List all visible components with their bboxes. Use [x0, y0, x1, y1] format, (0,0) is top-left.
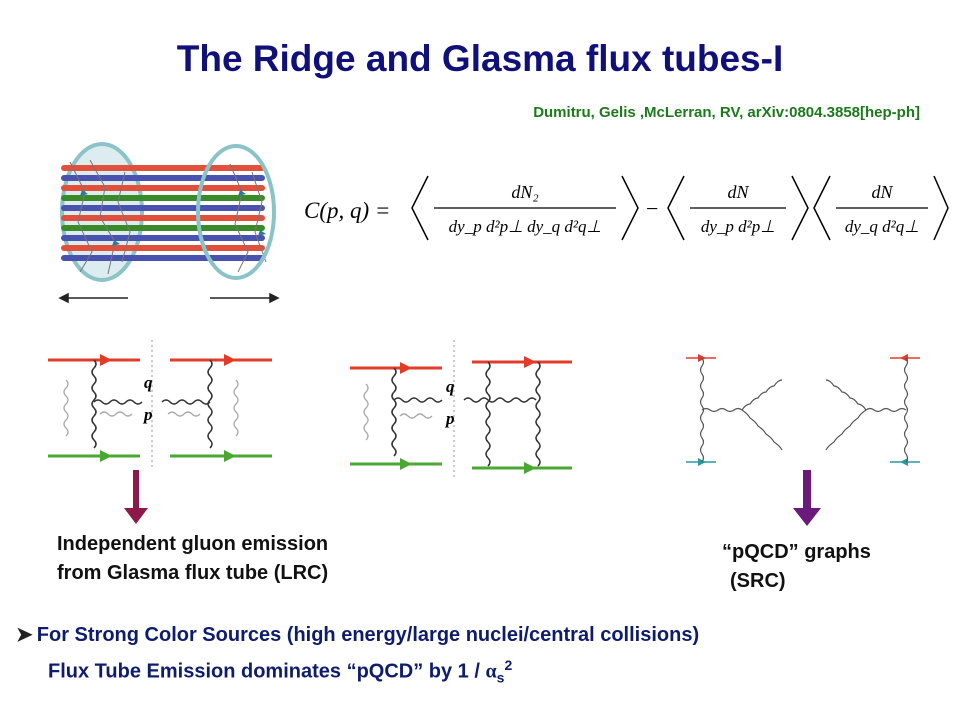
feynman-diagram-lrc-2: q p: [350, 340, 572, 480]
lrc-label-line2: from Glasma flux tube (LRC): [57, 562, 329, 584]
alpha-subscript: s: [496, 669, 505, 686]
term3-numerator: dN: [871, 182, 893, 202]
src-label-line2: (SRC): [730, 570, 786, 592]
src-label-line1: “pQCD” graphs: [722, 541, 871, 563]
page-title: The Ridge and Glasma flux tubes-I: [176, 38, 784, 79]
summary-bullet: ➤For Strong Color Sources (high energy/l…: [16, 620, 699, 693]
alpha-superscript: 2: [504, 657, 513, 673]
correlation-equation: C(p, q) = dN₂ dy_p d²p⊥ dy_q d²q⊥ − dN d…: [304, 175, 949, 241]
momentum-p-label: p: [142, 405, 153, 424]
src-pointer-arrow: [793, 470, 821, 526]
momentum-q-label: q: [144, 373, 153, 392]
bullet-line1: For Strong Color Sources (high energy/la…: [36, 624, 700, 646]
term1-numerator: dN₂: [511, 182, 538, 202]
momentum-p-label-2: p: [444, 409, 455, 428]
bullet-line2: Flux Tube Emission dominates “pQCD” by 1…: [48, 660, 486, 683]
lrc-label: Independent gluon emission from Glasma f…: [57, 530, 328, 588]
lrc-pointer-arrow: [124, 470, 148, 524]
term2-denominator: dy_p d²p⊥: [701, 217, 775, 236]
term3-denominator: dy_q d²q⊥: [845, 217, 919, 236]
feynman-diagram-lrc-1: q p: [48, 340, 272, 470]
alpha-symbol: α: [485, 660, 497, 683]
term2-numerator: dN: [727, 182, 749, 202]
citation-reference: Dumitru, Gelis ,McLerran, RV, arXiv:0804…: [533, 104, 920, 121]
lrc-label-line1: Independent gluon emission: [57, 533, 329, 555]
equation-minus: −: [646, 196, 658, 221]
src-label: “pQCD” graphs (SRC): [722, 538, 871, 596]
term1-denominator: dy_p d²p⊥ dy_q d²q⊥: [449, 217, 602, 236]
pqcd-feynman-graphs: [686, 354, 920, 466]
flux-tube-illustration: [58, 142, 280, 304]
equation-lhs: C(p, q) =: [304, 198, 390, 223]
momentum-q-label-2: q: [446, 377, 455, 396]
bullet-arrow-icon: ➤: [16, 624, 33, 646]
